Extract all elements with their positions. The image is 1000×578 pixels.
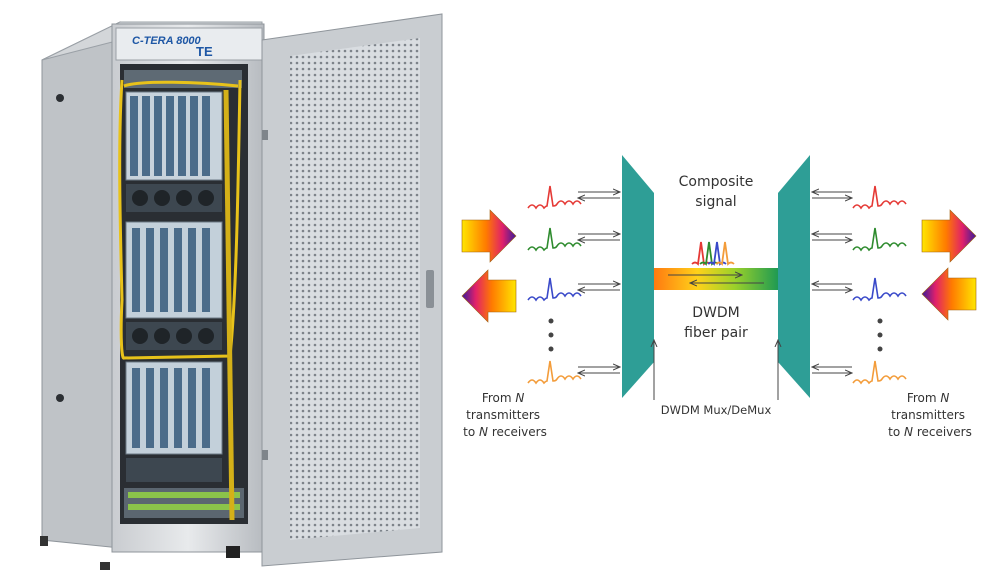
- fiber-label-1: DWDM: [692, 305, 739, 321]
- ellipsis-dots-right: [877, 318, 883, 352]
- channel-spectrum-right: [852, 277, 907, 302]
- fiber-label-2: fiber pair: [684, 325, 748, 341]
- composite-signal-peaks: [691, 241, 735, 266]
- left-channels: [527, 185, 620, 385]
- telecom-cabinet: C-TERA 8000 TE: [40, 13, 443, 570]
- dwdm-diagram: Composite signal DWDM fiber pair DWDM Mu…: [461, 155, 977, 439]
- channel-spectrum-right: [852, 227, 907, 252]
- door-handle: [426, 270, 434, 308]
- composite-peak: [707, 241, 727, 266]
- door-perforation: [290, 38, 420, 540]
- composite-peak: [691, 241, 711, 266]
- shelf-2: [125, 221, 223, 350]
- terminal-strip: [124, 488, 244, 518]
- channel-spectrum-left: [527, 185, 582, 210]
- cabinet-foot: [226, 546, 240, 558]
- output-arrow-right: [921, 209, 977, 263]
- brand-text: C-TERA 8000: [132, 35, 202, 47]
- fiber-cables: [118, 79, 242, 360]
- side-vent: [56, 394, 64, 402]
- output-arrow-left: [461, 269, 517, 323]
- channel-spectrum-left: [527, 360, 582, 385]
- cabinet-foot: [40, 536, 48, 546]
- channel-spectrum-right: [852, 185, 907, 210]
- demux-right: [778, 155, 810, 398]
- right-channels: [812, 185, 907, 385]
- side-vent: [56, 94, 64, 102]
- composite-peak: [715, 241, 735, 266]
- channel-spectrum-left: [527, 277, 582, 302]
- left-caption: From N transmitters to N receivers: [463, 391, 547, 439]
- door-hinge: [262, 450, 268, 460]
- ellipsis-dots-left: [548, 318, 554, 352]
- mux-label: DWDM Mux/DeMux: [661, 403, 772, 417]
- channel-spectrum-right: [852, 360, 907, 385]
- composite-peak: [699, 241, 719, 266]
- input-arrow-right: [921, 267, 977, 321]
- shelf-3: [125, 361, 223, 482]
- mux-left: [622, 155, 654, 398]
- door-hinge: [262, 130, 268, 140]
- composite-signal-label-1: Composite: [679, 174, 754, 190]
- brand-logo: TE: [196, 44, 213, 59]
- shelf-1: [124, 70, 242, 212]
- fiber-cables: [123, 80, 239, 88]
- brand-plate: [115, 27, 263, 61]
- composite-signal-label-2: signal: [695, 194, 736, 210]
- cabinet-side-panel: [41, 21, 121, 549]
- input-arrow-left: [461, 209, 517, 263]
- channel-spectrum-left: [527, 227, 582, 252]
- right-caption: From N transmitters to N receivers: [888, 391, 972, 439]
- fiber-cables: [223, 89, 235, 521]
- fiber-pair: [654, 268, 778, 290]
- cabinet-foot: [100, 562, 110, 570]
